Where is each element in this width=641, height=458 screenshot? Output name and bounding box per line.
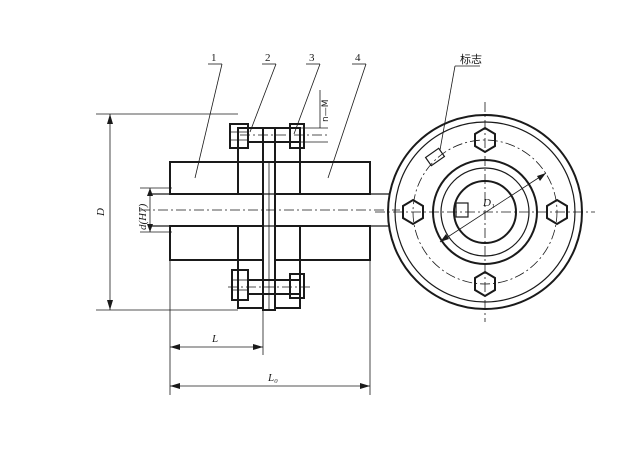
mark-label: 标志: [460, 52, 482, 66]
bolt-spec-label: n—M: [321, 100, 331, 122]
dimension-D1: [439, 172, 547, 243]
dim-d-label: d(H7): [137, 203, 149, 230]
callout-3: 3: [309, 52, 315, 64]
dim-L-label: L: [211, 333, 218, 345]
dimension-L: [169, 260, 264, 395]
keyway: [455, 202, 469, 218]
dimension-L0: [170, 260, 371, 395]
dim-D-label: D: [95, 208, 107, 217]
dim-L0-label: L₀: [267, 372, 278, 384]
left-hub: [169, 161, 264, 261]
dimension-d: [140, 187, 172, 233]
section-view: 1 2 3 4 n—M D d(H7): [95, 52, 400, 395]
top-bolt: [229, 123, 330, 149]
callout-4: 4: [355, 52, 361, 64]
callout-leaders: [194, 63, 367, 179]
right-hub: [274, 161, 371, 261]
mark-plate: [424, 65, 480, 167]
dim-D1-label: D₁: [482, 197, 495, 209]
callout-1: 1: [211, 52, 217, 64]
end-view: 标志 D₁: [375, 52, 595, 322]
bottom-bolt: [228, 269, 310, 301]
callout-2: 2: [265, 52, 271, 64]
dimension-D: [96, 113, 238, 311]
